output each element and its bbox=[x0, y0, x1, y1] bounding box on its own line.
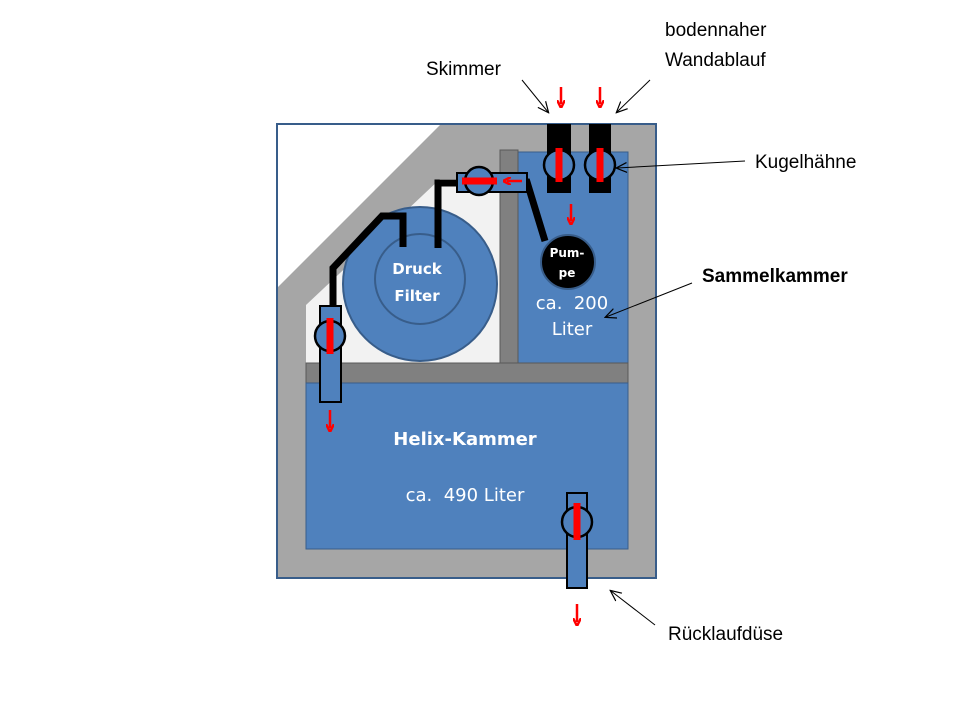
label-wall-drain-2: Wandablauf bbox=[665, 50, 766, 71]
label-ball-valves: Kugelhähne bbox=[755, 152, 856, 173]
flow-arrows bbox=[330, 87, 600, 622]
pipe-valve-to-filter bbox=[434, 179, 458, 248]
callout-return-nozzle bbox=[611, 591, 656, 626]
horizontal-divider bbox=[305, 362, 629, 384]
pump bbox=[540, 234, 596, 290]
helix-volume: ca. 490 Liter bbox=[406, 485, 525, 506]
pressure-filter-label-1: Druck bbox=[392, 260, 442, 278]
helix-chamber bbox=[305, 382, 629, 550]
callout-wall-drain bbox=[617, 79, 651, 112]
label-return-nozzle: Rücklaufdüse bbox=[668, 624, 783, 645]
callout-ball-valves bbox=[617, 160, 746, 168]
callout-arrows bbox=[521, 79, 746, 626]
sammelkammer-volume-2: Liter bbox=[552, 319, 593, 340]
sammelkammer-volume-1: ca. 200 bbox=[536, 293, 608, 314]
pipe-filter-to-valve bbox=[329, 212, 407, 309]
pump-label-1: Pum- bbox=[550, 246, 585, 260]
corner-cutout bbox=[278, 125, 440, 287]
helix-title: Helix-Kammer bbox=[393, 429, 537, 450]
callout-collection-chamber bbox=[606, 282, 693, 317]
pump-label-2: pe bbox=[559, 266, 576, 280]
callout-skimmer bbox=[521, 79, 548, 112]
label-skimmer: Skimmer bbox=[426, 59, 502, 80]
pressure-filter-label-2: Filter bbox=[394, 287, 440, 305]
label-wall-drain-1: bodennaher bbox=[665, 20, 767, 41]
label-collection-chamber: Sammelkammer bbox=[702, 266, 848, 287]
pressure-filter-inner bbox=[374, 233, 466, 325]
